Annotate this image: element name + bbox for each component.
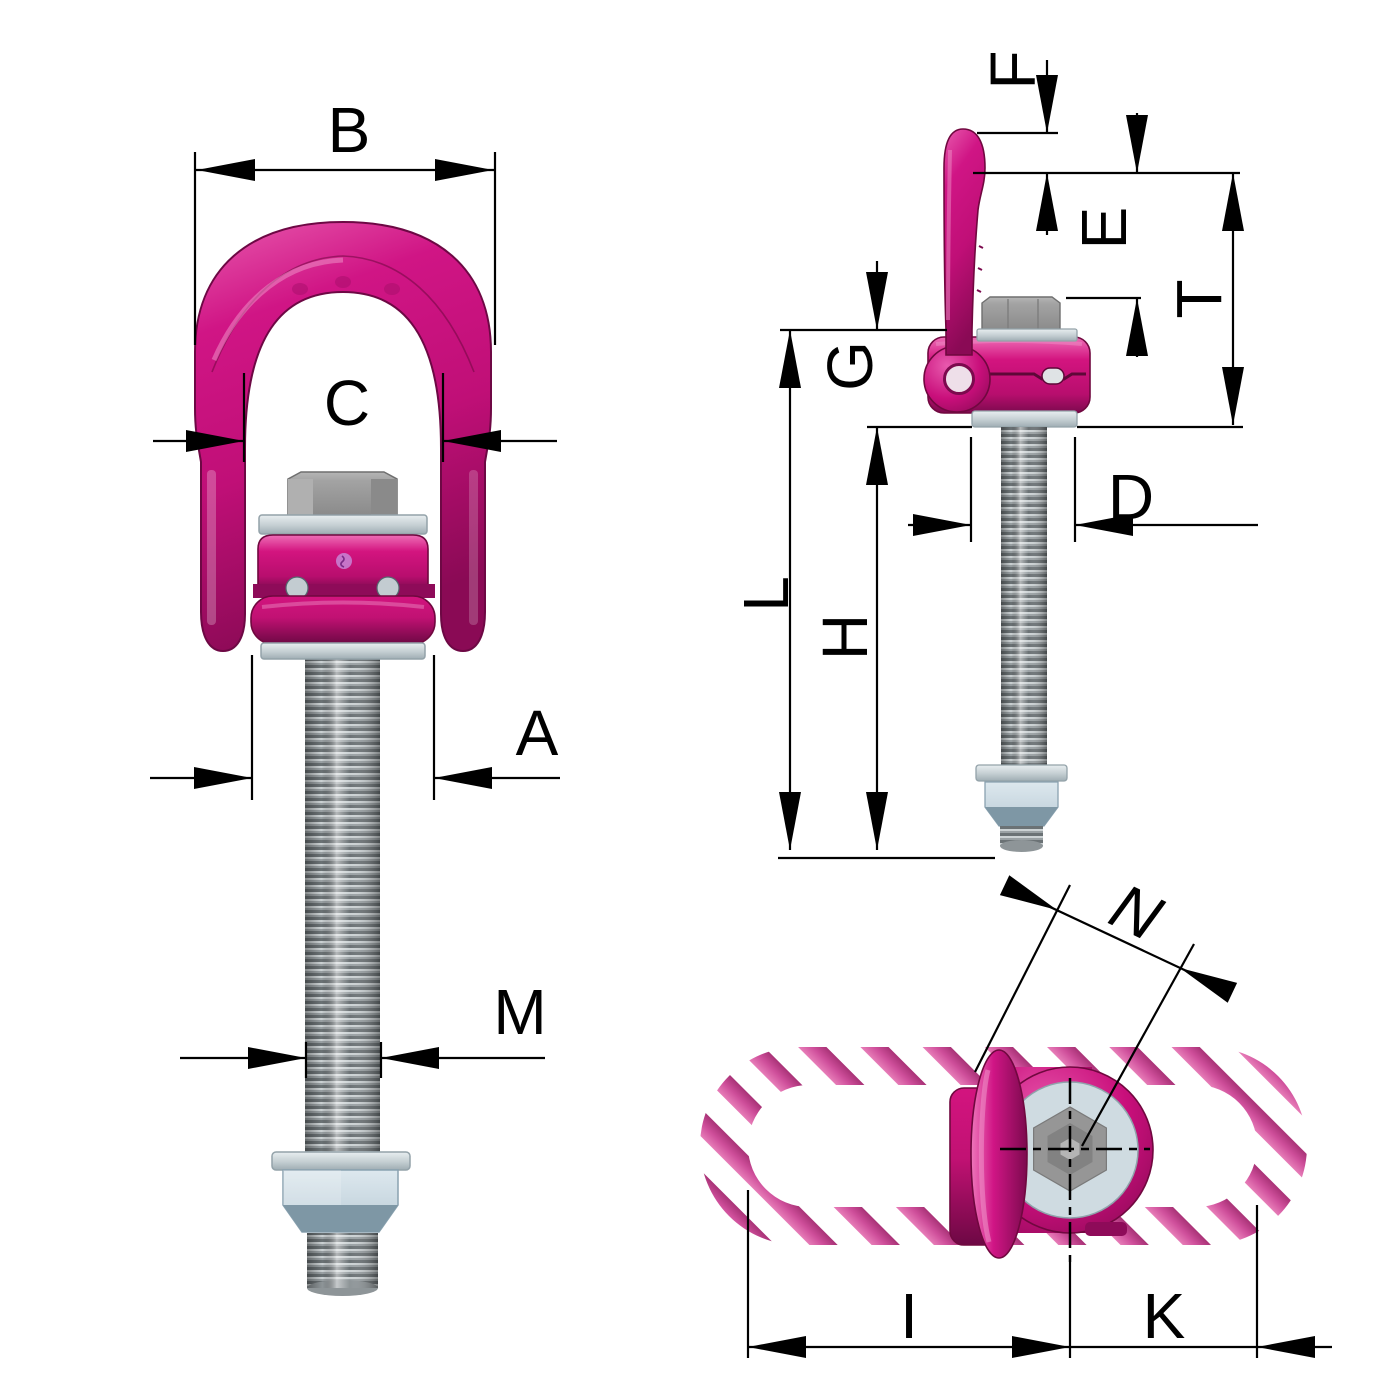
plate-notch: [1085, 1222, 1127, 1236]
dim-label-T: T: [1163, 279, 1235, 318]
arrowhead: [1180, 968, 1238, 1003]
dim-label-N: N: [1100, 870, 1173, 955]
bail-side: [923, 128, 991, 413]
arrowhead: [1075, 514, 1133, 536]
arrowhead: [434, 767, 492, 789]
bolt-side: [971, 296, 1078, 852]
dim-label-D: D: [1108, 461, 1154, 533]
dim-label-M: M: [493, 976, 546, 1048]
clearance-envelope: [700, 1047, 1307, 1245]
arrowhead: [1036, 173, 1058, 231]
bail-dimple: [384, 283, 400, 295]
arrowhead: [1012, 1336, 1070, 1358]
washer-bottom-side: [971, 410, 1078, 428]
arrowhead: [186, 430, 244, 452]
arrowhead: [1036, 75, 1058, 133]
hex-facet: [288, 479, 313, 515]
bail-bar-side: [943, 128, 986, 356]
dim-label-A: A: [516, 697, 559, 769]
arrowhead: [866, 427, 888, 485]
rod-shading-side: [1001, 427, 1047, 766]
bolt-front: [258, 471, 428, 1296]
bail-front-highlight: [211, 257, 344, 362]
dims-top: N I K: [746, 870, 1332, 1358]
washer-top-front: [258, 514, 428, 535]
arrowhead: [999, 875, 1057, 910]
front-view: B C A M: [150, 94, 560, 1296]
brand-mark-glyph: [340, 555, 345, 568]
arrowhead: [435, 159, 493, 181]
dim-label-L: L: [730, 576, 802, 612]
arrowhead: [381, 1047, 439, 1069]
nut-chamfer-side: [985, 807, 1058, 826]
arrowhead: [1222, 173, 1244, 231]
dim-label-F: F: [977, 50, 1049, 89]
rod-shading: [305, 657, 380, 1155]
nut-flange-front: [271, 1151, 411, 1171]
dims-front: B C A M: [150, 94, 560, 1078]
lifting-point-top: [949, 1049, 1154, 1262]
washer-bottom-front: [260, 642, 426, 660]
hex-facet: [371, 479, 397, 515]
bar-highlight: [946, 149, 952, 321]
nut-facet: [283, 1170, 341, 1205]
stub-shading: [307, 1233, 378, 1288]
top-view: N I K: [700, 870, 1332, 1358]
dims-side: F E T G H L: [730, 50, 1258, 860]
arrowhead: [779, 330, 801, 388]
arrowhead: [1126, 115, 1148, 173]
arrowhead: [443, 430, 501, 452]
arrowhead: [197, 159, 255, 181]
arrowhead: [1126, 298, 1148, 356]
nut-chamfer-front: [283, 1205, 398, 1232]
arrowhead: [194, 767, 252, 789]
dim-label-B: B: [328, 94, 371, 166]
center-crosshair: [1000, 1078, 1150, 1262]
ext-line-N: [974, 884, 1071, 1073]
arrowhead: [913, 514, 971, 536]
washer-top-side: [976, 328, 1078, 342]
arrowhead: [866, 792, 888, 850]
hex-head-side: [981, 296, 1061, 331]
arrowhead: [1222, 367, 1244, 425]
dim-label-I: I: [900, 1280, 918, 1352]
bail-eye-hole: [943, 363, 975, 395]
collar-highlight: [261, 600, 425, 609]
collar-slot: [1041, 367, 1065, 385]
leg-highlight: [469, 470, 478, 625]
dim-label-K: K: [1143, 1280, 1186, 1352]
dim-label-H: H: [809, 614, 881, 660]
swivel-body-front: [250, 534, 436, 660]
bail-front-body: [194, 220, 492, 653]
dim-label-G: G: [814, 341, 886, 391]
ext-line-N: [1081, 943, 1195, 1147]
arrowhead: [866, 272, 888, 330]
bail-edge-highlight: [978, 1069, 992, 1243]
arrowhead: [248, 1047, 306, 1069]
dim-label-E: E: [1068, 207, 1140, 250]
nut-flange-side: [975, 764, 1068, 782]
arrowhead: [779, 792, 801, 850]
leg-highlight: [207, 470, 216, 625]
bail-dimple: [335, 276, 351, 288]
stub-tip-side: [1000, 840, 1043, 852]
arrowhead: [748, 1336, 806, 1358]
bail-front: [194, 220, 492, 653]
bail-dimple: [292, 283, 308, 295]
dim-label-C: C: [324, 367, 370, 439]
arrowhead: [1257, 1336, 1315, 1358]
bar-serrations: [976, 245, 984, 293]
side-view: F E T G H L: [730, 50, 1258, 860]
